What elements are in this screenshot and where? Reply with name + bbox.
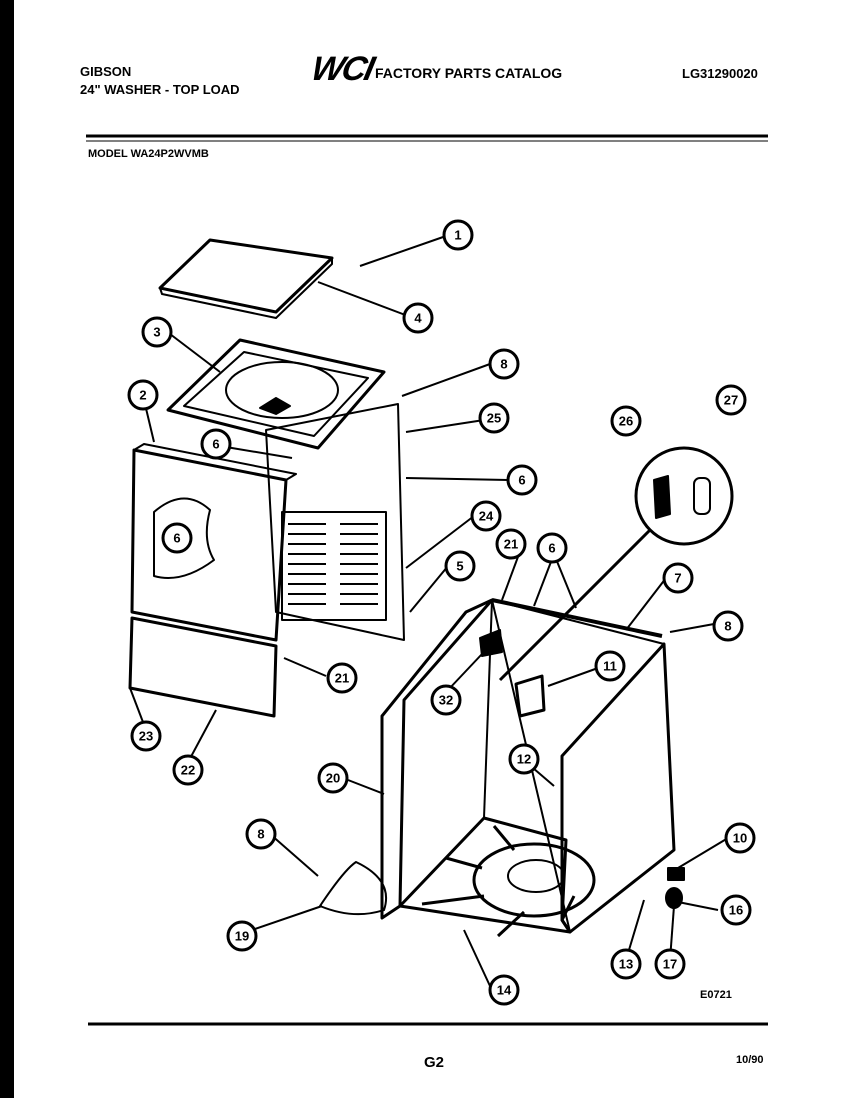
callout-20: 20 <box>326 771 340 786</box>
callout-21: 21 <box>335 671 349 686</box>
brand-name: GIBSON <box>80 64 132 79</box>
callout-6: 6 <box>518 473 525 488</box>
base-hub <box>472 842 596 918</box>
callout-19: 19 <box>235 929 249 944</box>
cabinet-side <box>560 642 676 934</box>
callout-16: 16 <box>729 903 743 918</box>
callout-17: 17 <box>663 957 677 972</box>
callout-12: 12 <box>517 752 531 767</box>
callout-4: 4 <box>414 311 422 326</box>
callout-10: 10 <box>733 831 747 846</box>
callout-25: 25 <box>487 411 501 426</box>
callout-27: 27 <box>724 393 738 408</box>
top-cover-inner <box>183 351 369 437</box>
top-cover <box>166 338 386 450</box>
page-number: G2 <box>424 1054 445 1071</box>
model-number: MODEL WA24P2WVMB <box>88 148 209 160</box>
part-19-cord <box>319 861 388 916</box>
part-16-fitting <box>665 887 683 909</box>
part-27-capacitor <box>693 477 711 515</box>
callout-21: 21 <box>504 537 518 552</box>
cabinet-front-edge <box>380 598 494 920</box>
base-hub-inner <box>507 859 565 893</box>
callout-6: 6 <box>173 531 180 546</box>
callout-6: 6 <box>212 437 219 452</box>
catalog-number: LG31290020 <box>682 66 758 81</box>
tub-bracket <box>479 629 503 657</box>
callout-26: 26 <box>619 414 633 429</box>
parts-sheet: GIBSON 24" WASHER - TOP LOAD WCI FACTORY… <box>14 0 864 1098</box>
front-panel-cutaway <box>153 497 215 579</box>
callout-8: 8 <box>724 619 731 634</box>
callout-1: 1 <box>454 228 461 243</box>
callout-11: 11 <box>603 659 617 674</box>
callout-circles <box>127 219 756 1006</box>
vent-slats <box>288 523 378 605</box>
lid-edge <box>159 258 333 319</box>
leader-lines <box>129 235 729 987</box>
callout-22: 22 <box>181 763 195 778</box>
part-10-clamp <box>667 867 685 881</box>
catalog-title: FACTORY PARTS CATALOG <box>375 65 563 81</box>
figure-code: E0721 <box>700 989 732 1001</box>
callout-7: 7 <box>674 571 681 586</box>
rear-panel <box>265 403 405 641</box>
callout-5: 5 <box>456 559 463 574</box>
callout-32: 32 <box>439 693 453 708</box>
callout-labels: 1 4 3 8 2 25 6 6 26 27 6 24 21 6 5 7 8 2… <box>139 228 747 998</box>
toe-panel <box>128 616 278 718</box>
top-cover-opening <box>225 361 339 419</box>
callout-23: 23 <box>139 729 153 744</box>
catalog-date: 10/90 <box>736 1054 764 1066</box>
callout-24: 24 <box>479 509 494 524</box>
front-panel-top <box>133 443 297 481</box>
callout-8: 8 <box>257 827 264 842</box>
front-panel <box>130 448 288 642</box>
product-name: 24" WASHER - TOP LOAD <box>80 82 240 97</box>
capacitor-inset <box>634 446 734 546</box>
callout-2: 2 <box>139 388 146 403</box>
cabinet-rear-top <box>491 598 663 638</box>
top-cover-chute <box>259 397 291 415</box>
part-11-bracket <box>514 674 546 718</box>
callout-3: 3 <box>153 325 160 340</box>
exploded-parts-diagram: 1 4 3 8 2 25 6 6 26 27 6 24 21 6 5 7 8 2… <box>86 134 768 1026</box>
callout-6: 6 <box>548 541 555 556</box>
base-spokes <box>421 825 576 938</box>
callout-14: 14 <box>497 983 512 998</box>
callout-13: 13 <box>619 957 633 972</box>
callout-8: 8 <box>500 357 507 372</box>
washer-lid <box>158 238 334 314</box>
part-26-clip <box>653 475 671 519</box>
